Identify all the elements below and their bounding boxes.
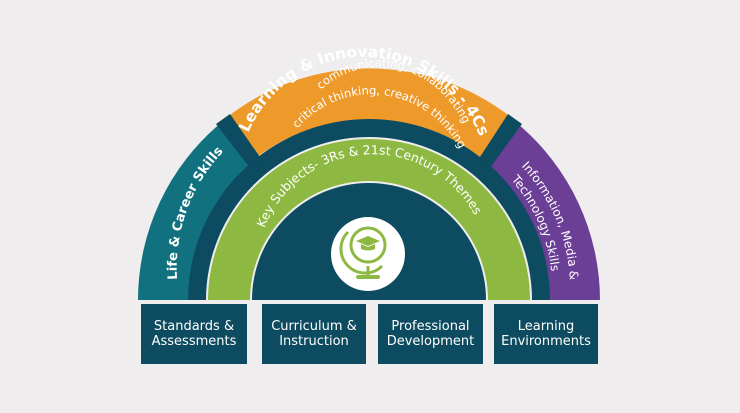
purple-arc: [486, 124, 600, 300]
support-line1: Standards &: [153, 319, 235, 334]
separator-right: [478, 114, 522, 168]
dark-band: [188, 119, 550, 300]
teal-arc: [138, 122, 252, 300]
support-line1: Learning: [517, 319, 575, 334]
support-line2: Instruction: [279, 334, 349, 349]
support-line2: Development: [386, 334, 475, 349]
globe-graduation-cap-icon: [331, 217, 405, 291]
orange-arc: [226, 68, 512, 160]
support-line1: Professional: [391, 319, 470, 334]
support-curriculum-instruction: Curriculum & Instruction: [262, 304, 366, 364]
green-arc: [208, 139, 530, 300]
support-standards-assessments: Standards & Assessments: [141, 304, 247, 364]
support-line1: Curriculum &: [271, 319, 357, 334]
support-learning-environments: Learning Environments: [494, 304, 598, 364]
support-professional-development: Professional Development: [378, 304, 483, 364]
support-line2: Assessments: [151, 334, 237, 349]
separator-left: [216, 114, 262, 168]
support-line2: Environments: [501, 334, 591, 349]
